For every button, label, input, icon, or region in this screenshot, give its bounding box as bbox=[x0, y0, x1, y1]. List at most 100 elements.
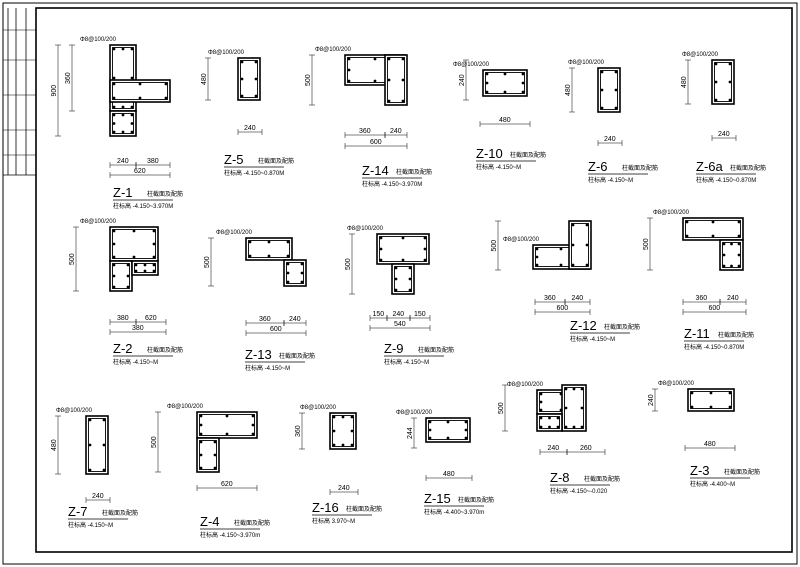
dimension-label: 480 bbox=[681, 76, 688, 88]
rebar bbox=[737, 253, 741, 257]
column-id: Z-6a bbox=[696, 159, 724, 174]
dimension-label: 360 bbox=[359, 128, 371, 135]
rebar bbox=[286, 280, 290, 284]
stirrup bbox=[387, 57, 405, 103]
concrete-outline bbox=[245, 237, 293, 261]
stirrup bbox=[199, 414, 255, 436]
stirrup bbox=[485, 72, 525, 94]
rebar bbox=[126, 285, 130, 289]
rebar bbox=[143, 263, 147, 267]
rebar bbox=[600, 88, 604, 92]
rebar bbox=[728, 391, 732, 395]
rebar bbox=[711, 234, 715, 238]
rebar bbox=[267, 254, 271, 258]
stirrup-note: Φ8@100/200 bbox=[653, 210, 690, 216]
rebar bbox=[614, 70, 618, 74]
dimension-label: 620 bbox=[134, 168, 146, 175]
dimension-label: 500 bbox=[345, 258, 352, 270]
concrete-outline bbox=[237, 57, 261, 101]
rebar bbox=[428, 420, 432, 424]
rebar bbox=[394, 288, 398, 292]
stirrup bbox=[428, 420, 468, 440]
rebar bbox=[464, 428, 468, 432]
rebar bbox=[423, 236, 427, 240]
stirrup bbox=[286, 262, 304, 284]
stirrup bbox=[332, 415, 354, 447]
rebar bbox=[423, 258, 427, 262]
stirrup bbox=[134, 263, 156, 273]
concrete-outline bbox=[384, 54, 408, 106]
rebar bbox=[248, 254, 252, 258]
column-title-note: 柱截面及配筋 bbox=[458, 496, 494, 504]
rebar bbox=[730, 264, 733, 268]
dimension-label: 240 bbox=[289, 316, 301, 323]
rebar bbox=[341, 415, 345, 419]
rebar bbox=[485, 72, 489, 76]
dimension-label: 240 bbox=[459, 74, 466, 86]
rebar bbox=[199, 423, 203, 427]
stirrup bbox=[112, 113, 134, 134]
rebar bbox=[350, 415, 354, 419]
rebar bbox=[254, 77, 258, 81]
concrete-outline bbox=[283, 259, 307, 287]
stirrup bbox=[685, 220, 741, 238]
dimension-label: 240 bbox=[393, 311, 405, 318]
rebar bbox=[685, 220, 689, 224]
rebar bbox=[213, 466, 217, 470]
rebar bbox=[130, 76, 134, 80]
dimension-label: 360 bbox=[544, 295, 556, 302]
rebar bbox=[714, 98, 718, 102]
rebar bbox=[347, 68, 351, 72]
column-height-note: 柱标高 -4.150~0.870M bbox=[696, 176, 756, 184]
column-id: Z-2 bbox=[113, 341, 133, 356]
rebar bbox=[213, 440, 217, 444]
rebar bbox=[714, 62, 718, 66]
column-title-note: 柱截面及配筋 bbox=[234, 519, 270, 527]
column-id: Z-14 bbox=[362, 163, 389, 178]
rebar bbox=[112, 130, 116, 134]
stirrup bbox=[690, 391, 732, 409]
rebar bbox=[112, 82, 116, 86]
dimension-label: 480 bbox=[443, 471, 455, 478]
rebar bbox=[132, 229, 136, 233]
rebar bbox=[102, 443, 106, 447]
dimension-label: 600 bbox=[270, 326, 282, 333]
rebar bbox=[737, 220, 741, 224]
rebar bbox=[614, 88, 618, 92]
rebar bbox=[503, 90, 507, 94]
column-id: Z-9 bbox=[384, 341, 404, 356]
dimension-label: 380 bbox=[132, 325, 144, 332]
concrete-outline bbox=[109, 79, 171, 103]
rebar bbox=[387, 78, 391, 82]
rebar bbox=[138, 82, 142, 86]
stirrup-note: Φ8@100/200 bbox=[507, 382, 544, 388]
rebar bbox=[408, 277, 412, 281]
dimension-label: 600 bbox=[557, 305, 569, 312]
rebar bbox=[690, 391, 694, 395]
rebar bbox=[539, 416, 543, 420]
column-height-note: 柱标高 -4.150~0.870M bbox=[684, 343, 744, 351]
rebar bbox=[130, 113, 134, 117]
dimension-label: 500 bbox=[305, 74, 312, 86]
stirrup-note: Φ8@100/200 bbox=[682, 52, 719, 58]
rebar bbox=[373, 79, 377, 83]
rebar bbox=[88, 443, 92, 447]
rebar bbox=[112, 263, 116, 267]
dimension-label: 240 bbox=[648, 394, 655, 406]
column-id: Z-12 bbox=[570, 318, 597, 333]
dimension-label: 360 bbox=[696, 295, 708, 302]
rebar bbox=[446, 420, 450, 424]
dimension-label: 500 bbox=[643, 238, 650, 250]
column-height-note: 柱标高 -4.150~0.870M bbox=[224, 169, 284, 177]
rebar bbox=[112, 255, 116, 259]
stirrup bbox=[112, 229, 156, 259]
rebar bbox=[485, 81, 489, 85]
dimension-label: 480 bbox=[499, 117, 511, 124]
